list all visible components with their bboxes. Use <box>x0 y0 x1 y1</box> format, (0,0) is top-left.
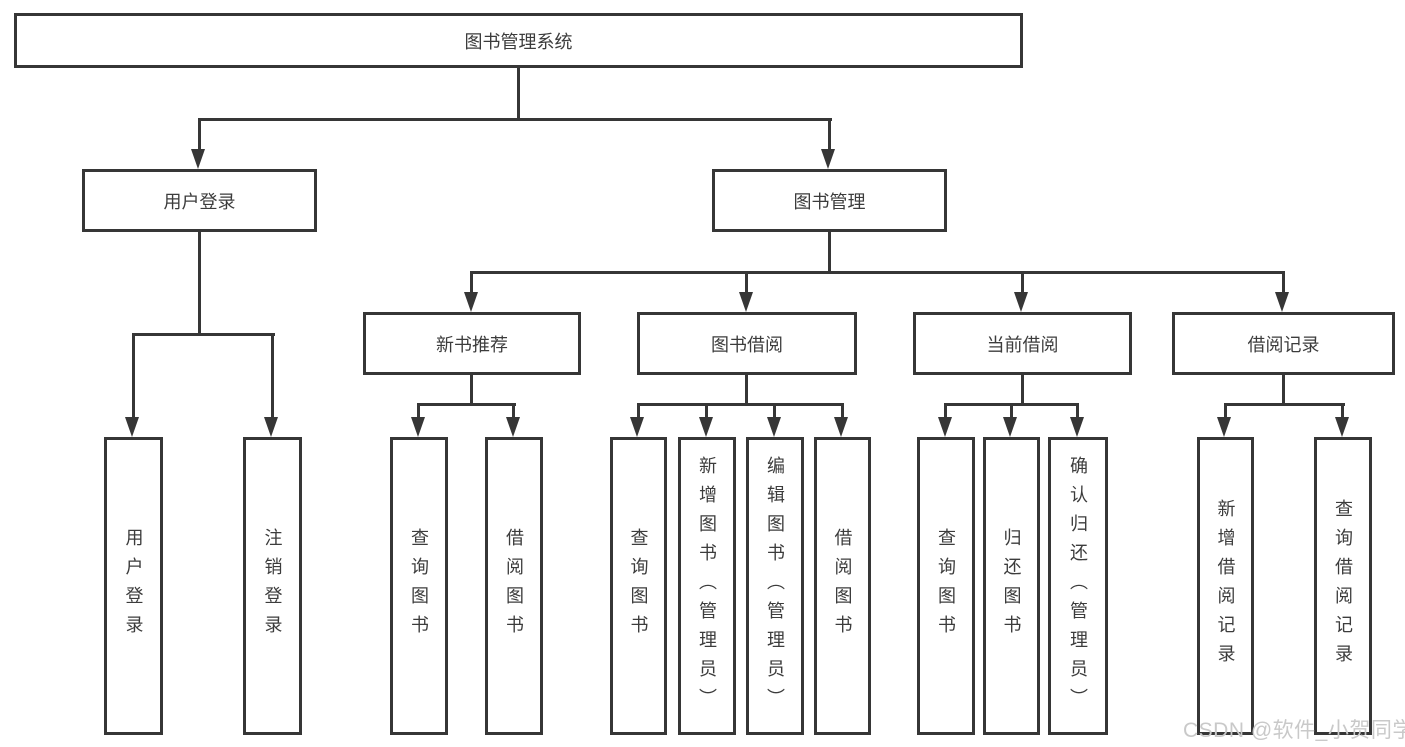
node-book-borrow-label: 图书借阅 <box>711 334 783 355</box>
node-leaf-logout: 注销登录 <box>243 437 302 735</box>
node-current-borrow: 当前借阅 <box>913 312 1132 375</box>
arrow-down-icon <box>1335 417 1349 437</box>
arrow-down-icon <box>464 292 478 312</box>
node-leaf-add-borrow-record-label: 新增借阅记录 <box>1215 499 1236 673</box>
connector-userlogin-trunk <box>198 232 201 336</box>
connector-newbook-trunk <box>470 375 473 406</box>
node-leaf-return-book-label: 归还图书 <box>1001 528 1022 644</box>
node-book-management: 图书管理 <box>712 169 947 232</box>
connector-bookmgmt-drop-1 <box>470 271 473 295</box>
arrow-down-icon <box>1070 417 1084 437</box>
node-borrow-records-label: 借阅记录 <box>1247 334 1320 355</box>
connector-root-drop-left <box>198 118 201 154</box>
node-leaf-return-book: 归还图书 <box>983 437 1040 735</box>
node-root-library-system: 图书管理系统 <box>14 13 1023 68</box>
node-leaf-query-borrow-record-label: 查询借阅记录 <box>1333 499 1353 673</box>
arrow-down-icon <box>191 149 205 169</box>
connector-newbook-drop-1 <box>417 403 420 419</box>
arrow-down-icon <box>125 417 139 437</box>
node-borrow-records: 借阅记录 <box>1172 312 1395 375</box>
arrow-down-icon <box>1217 417 1231 437</box>
node-leaf-query-book-3: 查询图书 <box>917 437 975 735</box>
watermark: CSDN @软件_小贺同学 <box>1183 719 1405 742</box>
connector-borrow-bar <box>637 403 844 406</box>
node-new-book-recommend: 新书推荐 <box>363 312 581 375</box>
arrow-down-icon <box>739 292 753 312</box>
node-leaf-query-book-3-label: 查询图书 <box>936 528 956 644</box>
node-leaf-user-login-label: 用户登录 <box>123 528 144 644</box>
connector-bookmgmt-drop-2 <box>745 271 748 295</box>
node-leaf-borrow-book-2: 借阅图书 <box>814 437 871 735</box>
connector-root-trunk <box>517 68 520 121</box>
arrow-down-icon <box>1275 292 1289 312</box>
node-leaf-add-borrow-record: 新增借阅记录 <box>1197 437 1254 735</box>
node-leaf-edit-book-admin-label: 编辑图书（管理员） <box>765 455 785 717</box>
node-leaf-add-book-admin: 新增图书（管理员） <box>678 437 736 735</box>
connector-current-drop-1 <box>944 403 947 419</box>
node-leaf-query-book-1-label: 查询图书 <box>409 528 429 644</box>
node-leaf-borrow-book-1: 借阅图书 <box>485 437 543 735</box>
arrow-down-icon <box>767 417 781 437</box>
node-current-borrow-label: 当前借阅 <box>986 334 1059 355</box>
connector-borrow-drop-1 <box>637 403 640 419</box>
connector-bookmgmt-drop-3 <box>1021 271 1024 295</box>
node-leaf-query-borrow-record: 查询借阅记录 <box>1314 437 1372 735</box>
connector-userlogin-drop-1 <box>132 333 135 419</box>
connector-records-drop-2 <box>1341 403 1344 419</box>
arrow-down-icon <box>630 417 644 437</box>
arrow-down-icon <box>411 417 425 437</box>
arrow-down-icon <box>1003 417 1017 437</box>
arrow-down-icon <box>506 417 520 437</box>
connector-records-trunk <box>1282 375 1285 406</box>
arrow-down-icon <box>264 417 278 437</box>
connector-bookmgmt-bar <box>470 271 1285 274</box>
arrow-down-icon <box>1014 292 1028 312</box>
node-leaf-query-book-2-label: 查询图书 <box>628 528 649 644</box>
node-leaf-user-login: 用户登录 <box>104 437 163 735</box>
node-leaf-add-book-admin-label: 新增图书（管理员） <box>697 455 717 717</box>
connector-current-trunk <box>1021 375 1024 406</box>
node-book-management-label: 图书管理 <box>793 191 866 212</box>
node-leaf-borrow-book-1-label: 借阅图书 <box>504 528 524 644</box>
connector-bookmgmt-drop-4 <box>1282 271 1285 295</box>
connector-records-bar <box>1224 403 1345 406</box>
connector-bookmgmt-trunk <box>828 232 831 274</box>
connector-borrow-drop-2 <box>705 403 708 419</box>
node-new-book-recommend-label: 新书推荐 <box>436 334 508 355</box>
connector-newbook-bar <box>417 403 516 406</box>
arrow-down-icon <box>938 417 952 437</box>
connector-borrow-drop-4 <box>841 403 844 419</box>
node-leaf-borrow-book-2-label: 借阅图书 <box>832 528 853 644</box>
connector-root-drop-right <box>828 118 831 154</box>
arrow-down-icon <box>821 149 835 169</box>
arrow-down-icon <box>834 417 848 437</box>
connector-records-drop-1 <box>1224 403 1227 419</box>
node-leaf-confirm-return-admin: 确认归还（管理员） <box>1048 437 1108 735</box>
node-leaf-query-book-2: 查询图书 <box>610 437 667 735</box>
node-user-login: 用户登录 <box>82 169 317 232</box>
node-user-login-label: 用户登录 <box>163 191 236 212</box>
node-book-borrow: 图书借阅 <box>637 312 857 375</box>
arrow-down-icon <box>699 417 713 437</box>
connector-newbook-drop-2 <box>512 403 515 419</box>
connector-borrow-drop-3 <box>773 403 776 419</box>
node-leaf-logout-label: 注销登录 <box>262 528 283 644</box>
connector-current-drop-2 <box>1010 403 1013 419</box>
connector-borrow-trunk <box>745 375 748 406</box>
connector-userlogin-bar <box>132 333 275 336</box>
node-root-label: 图书管理系统 <box>464 31 573 52</box>
connector-current-drop-3 <box>1076 403 1079 419</box>
connector-root-bar <box>198 118 832 121</box>
node-leaf-query-book-1: 查询图书 <box>390 437 448 735</box>
node-leaf-edit-book-admin: 编辑图书（管理员） <box>746 437 804 735</box>
connector-userlogin-drop-2 <box>271 333 274 419</box>
node-leaf-confirm-return-admin-label: 确认归还（管理员） <box>1068 455 1088 717</box>
